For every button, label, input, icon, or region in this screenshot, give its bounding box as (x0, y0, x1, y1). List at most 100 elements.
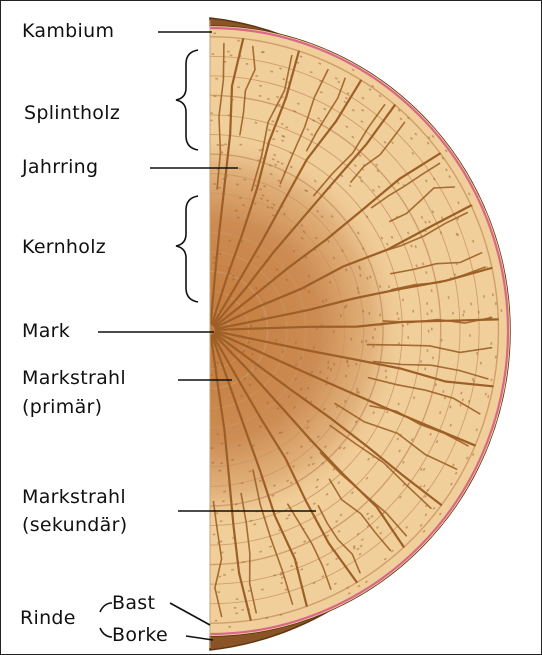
pore (227, 51, 230, 53)
pore (480, 362, 482, 365)
pore (218, 187, 221, 189)
pore (321, 324, 323, 327)
pore (407, 336, 409, 339)
pore (483, 295, 485, 298)
pore (316, 327, 318, 330)
pore (212, 53, 215, 55)
pore (495, 302, 497, 305)
pore (427, 349, 429, 352)
pore (241, 609, 244, 611)
pore (228, 626, 231, 628)
pore (213, 257, 216, 259)
pore (221, 152, 224, 154)
pore (495, 356, 497, 359)
pore (224, 144, 227, 146)
pore (407, 323, 409, 326)
pore (213, 183, 216, 185)
pore (234, 607, 237, 609)
pore (216, 433, 219, 435)
leader-bast (100, 603, 112, 612)
pore (469, 334, 471, 337)
pore (218, 470, 221, 472)
pore (211, 447, 214, 449)
pore (236, 598, 239, 600)
label-bast: Bast (112, 592, 155, 614)
pore (220, 462, 223, 464)
pore (210, 374, 213, 376)
label-kambium: Kambium (22, 20, 114, 42)
pore (221, 443, 224, 445)
pore (250, 325, 252, 328)
pore (361, 340, 363, 343)
pore (221, 552, 224, 554)
label-kernholz: Kernholz (22, 236, 106, 258)
pore (231, 91, 234, 93)
pore (333, 330, 335, 333)
pore (219, 576, 222, 578)
pore (396, 312, 398, 315)
brace-splintholz (176, 50, 198, 150)
pore (470, 303, 472, 306)
leader-bast-to-wood (170, 603, 210, 625)
pore (463, 310, 465, 313)
pore (340, 314, 342, 317)
label-borke: Borke (112, 624, 168, 646)
pore (213, 534, 216, 536)
pore (222, 178, 225, 180)
pore (214, 95, 217, 97)
pore (224, 61, 227, 63)
label-markstrahl-sekundaer-2: (sekundär) (22, 514, 127, 536)
pore (217, 542, 220, 544)
pore (378, 323, 380, 326)
pore (232, 537, 235, 539)
pore (295, 341, 297, 344)
pore (212, 462, 215, 464)
label-jahrring: Jahrring (22, 156, 98, 178)
pore (221, 144, 224, 146)
pore (501, 309, 503, 312)
pore (239, 55, 242, 57)
pore (220, 541, 223, 543)
pore (428, 330, 430, 333)
pore (350, 338, 352, 341)
pore (492, 293, 494, 296)
pore (235, 612, 238, 614)
pore (432, 357, 434, 360)
pore (362, 310, 364, 313)
pore (431, 310, 433, 313)
pore (213, 33, 216, 35)
pore (426, 302, 428, 305)
pore (260, 327, 262, 330)
pore (217, 591, 220, 593)
pore (374, 328, 376, 331)
pore (365, 340, 367, 343)
pore (412, 310, 414, 313)
pore (213, 262, 216, 264)
pore (380, 324, 382, 327)
pore (231, 569, 234, 571)
pore (398, 318, 400, 321)
pore (230, 55, 233, 57)
pore (372, 336, 374, 339)
pore (223, 491, 226, 493)
label-rinde: Rinde (20, 607, 76, 629)
pore (225, 175, 228, 177)
leader-borke (100, 628, 112, 637)
pore (222, 500, 225, 502)
label-markstrahl-sekundaer-1: Markstrahl (22, 486, 126, 508)
pore (431, 328, 433, 331)
pore (402, 324, 404, 327)
pore (476, 352, 478, 355)
label-markstrahl-primaer-1: Markstrahl (22, 367, 126, 389)
label-splintholz: Splintholz (24, 102, 120, 124)
pore (237, 40, 240, 42)
pore (452, 312, 454, 315)
pore (215, 78, 218, 80)
label-mark: Mark (22, 320, 70, 342)
label-markstrahl-primaer-2: (primär) (22, 396, 102, 418)
pore (219, 253, 222, 255)
brace-kernholz (176, 196, 198, 302)
pore (230, 111, 233, 113)
